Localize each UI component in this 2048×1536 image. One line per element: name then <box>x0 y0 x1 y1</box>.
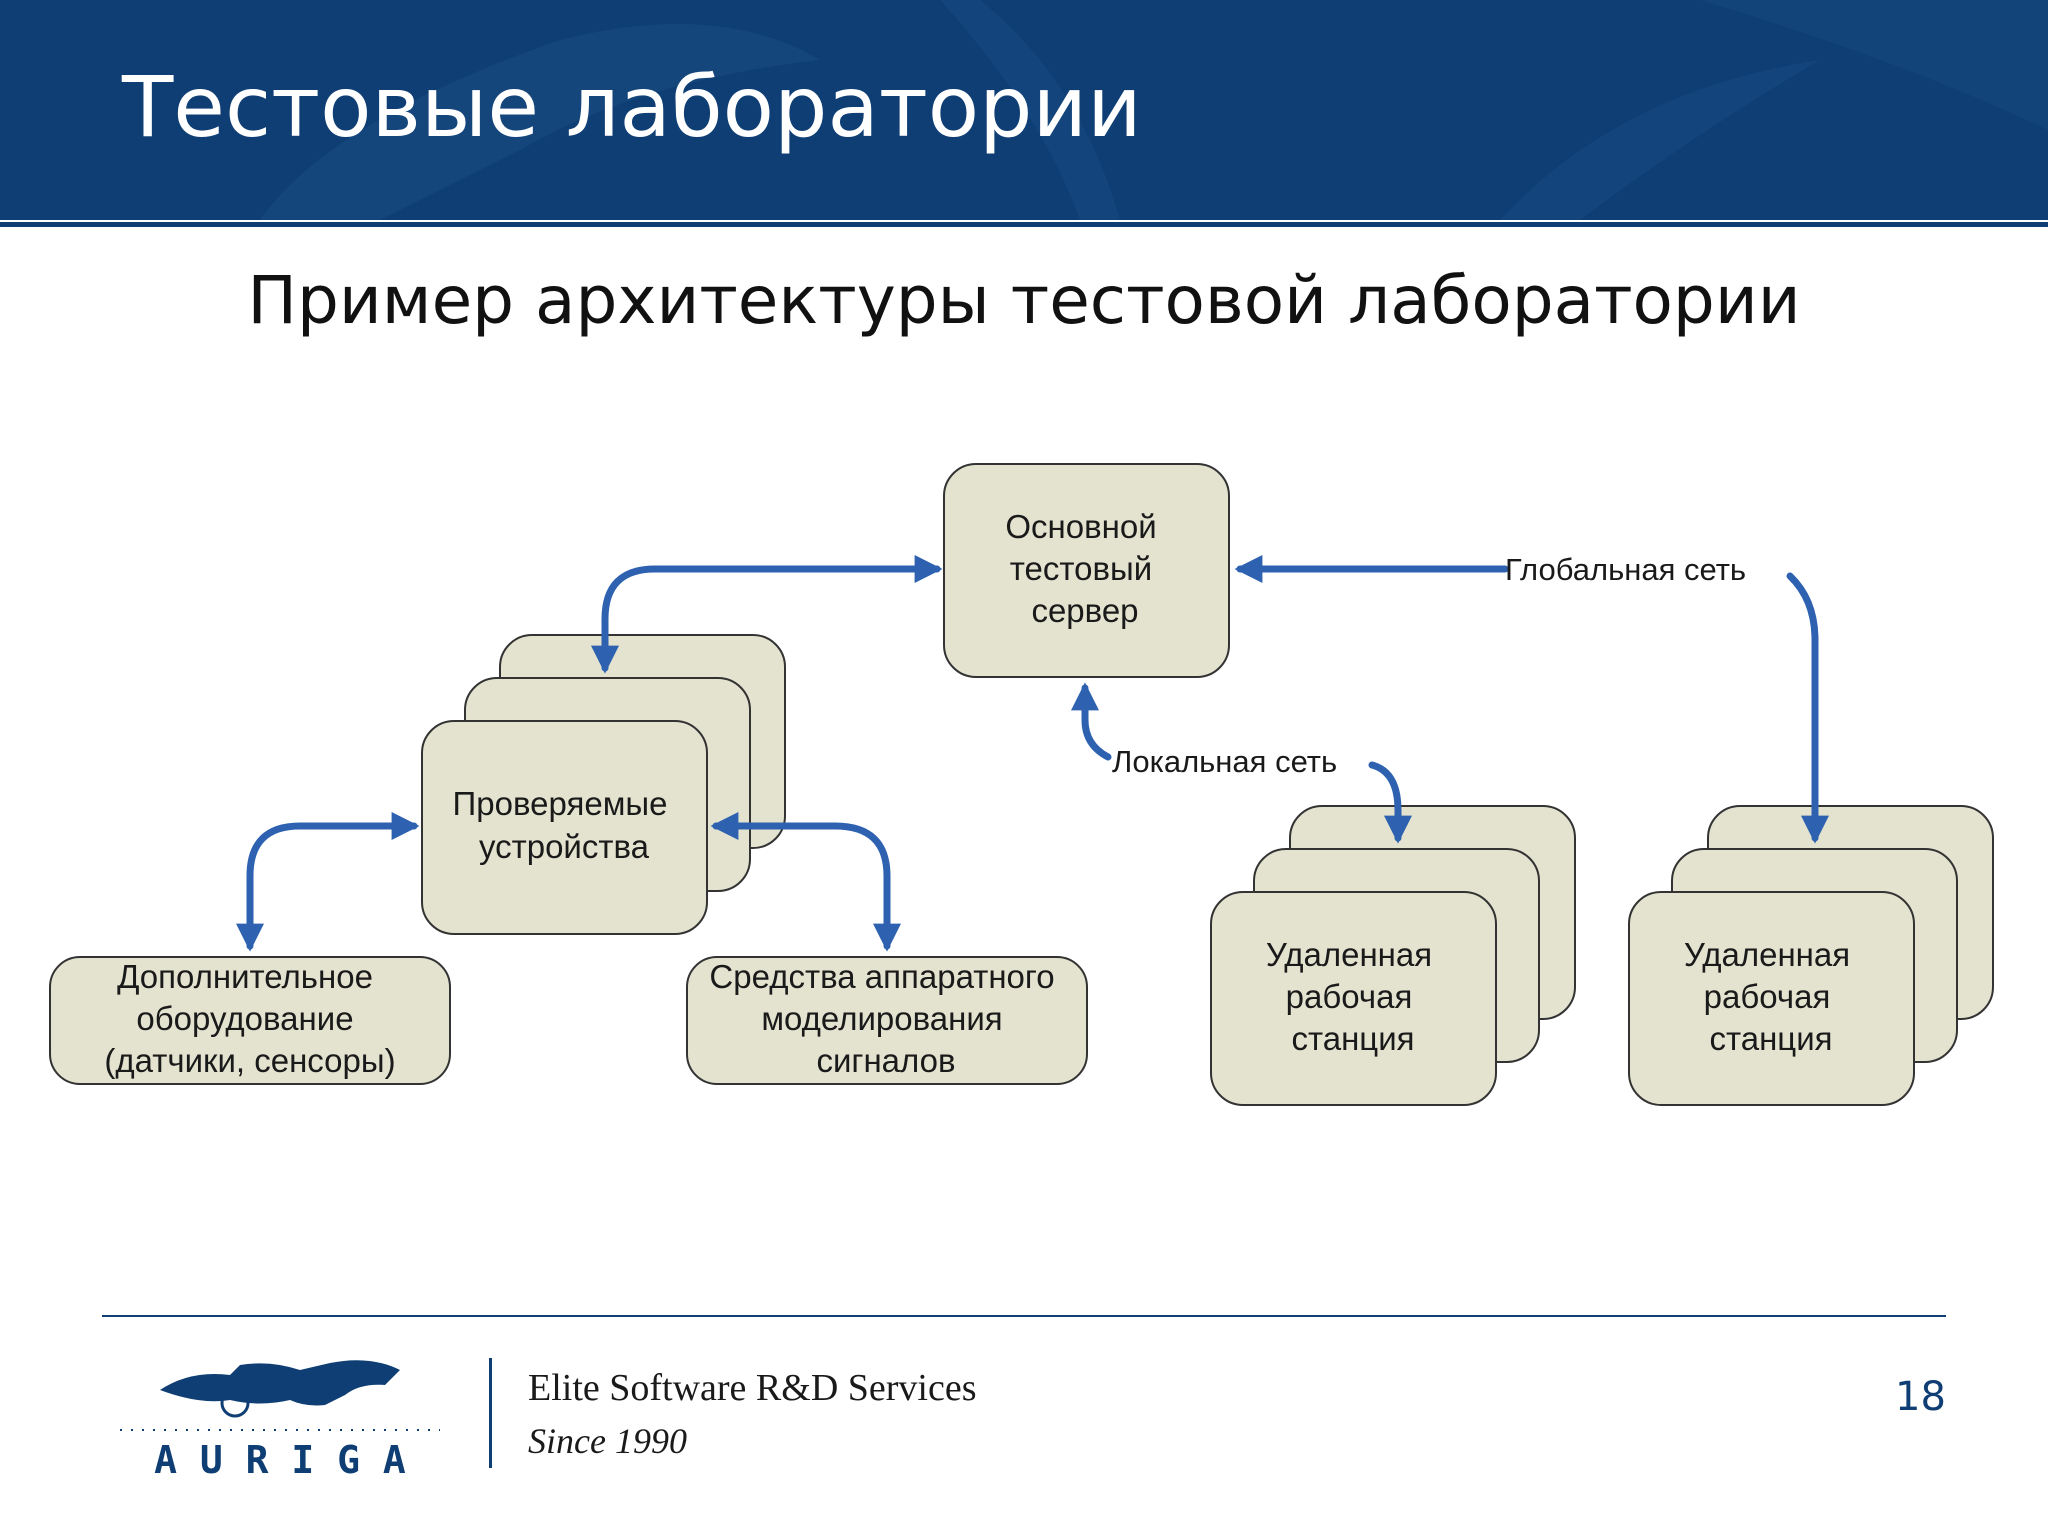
edge-server-devices <box>591 555 943 674</box>
footer-divider <box>102 1315 1946 1317</box>
slide-header: Тестовые лаборатории <box>0 0 2048 220</box>
node-ws-local-line2: рабочая <box>1286 978 1413 1015</box>
node-devices-line2: устройства <box>479 828 650 865</box>
node-hardware-simulation: Средства аппаратного моделирования сигна… <box>686 956 1088 1085</box>
node-ws-global-line3: станция <box>1709 1020 1832 1057</box>
node-main-server-line3: сервер <box>1031 592 1138 629</box>
node-extra-line2: оборудование <box>136 1000 353 1037</box>
node-devices-line1: Проверяемые <box>453 785 668 822</box>
company-since: Since 1990 <box>528 1421 687 1461</box>
node-extra-line3: (датчики, сенсоры) <box>104 1042 395 1079</box>
node-ws-global-line1: Удаленная <box>1684 936 1850 973</box>
edge-devices-extra <box>236 812 420 952</box>
edge-label-local-network: Локальная сеть <box>1112 744 1337 779</box>
node-hardware-line1: Средства аппаратного <box>709 958 1054 995</box>
edge-local-network-out <box>1368 761 1412 844</box>
node-hardware-line2: моделирования <box>761 1000 1002 1037</box>
page-number: 18 <box>1895 1374 1946 1420</box>
node-main-server: Основной тестовый сервер <box>943 463 1230 678</box>
node-extra-line1: Дополнительное <box>117 958 373 995</box>
header-decoration <box>260 0 2048 220</box>
edge-devices-hardware <box>710 812 901 952</box>
header-divider <box>0 222 2048 227</box>
auriga-logo: A U R I G A <box>120 1360 440 1482</box>
node-ws-local-line1: Удаленная <box>1266 936 1432 973</box>
edge-label-global-network: Глобальная сеть <box>1505 552 1746 587</box>
slide-subtitle: Пример архитектуры тестовой лаборатории <box>247 262 1801 339</box>
chariot-horse-icon <box>160 1360 400 1406</box>
logo-wordmark: A U R I G A <box>154 1438 406 1482</box>
edge-local-network-in <box>1071 682 1112 761</box>
node-main-server-line1: Основной <box>1005 508 1156 545</box>
footer-separator <box>489 1358 492 1468</box>
node-devices-under-test: Проверяемые устройства <box>421 634 786 935</box>
slide-title: Тестовые лаборатории <box>122 58 1142 156</box>
node-ws-global-line2: рабочая <box>1704 978 1831 1015</box>
company-tagline: Elite Software R&D Services <box>528 1367 977 1409</box>
node-additional-equipment: Дополнительное оборудование (датчики, се… <box>49 956 451 1085</box>
node-main-server-line2: тестовый <box>1010 550 1152 587</box>
node-remote-workstation-global: Удаленная рабочая станция <box>1628 805 1994 1106</box>
node-hardware-line3: сигналов <box>816 1042 955 1079</box>
node-ws-local-line3: станция <box>1291 1020 1414 1057</box>
edge-global-network-out <box>1786 572 1829 844</box>
node-remote-workstation-local: Удаленная рабочая станция <box>1210 805 1576 1106</box>
